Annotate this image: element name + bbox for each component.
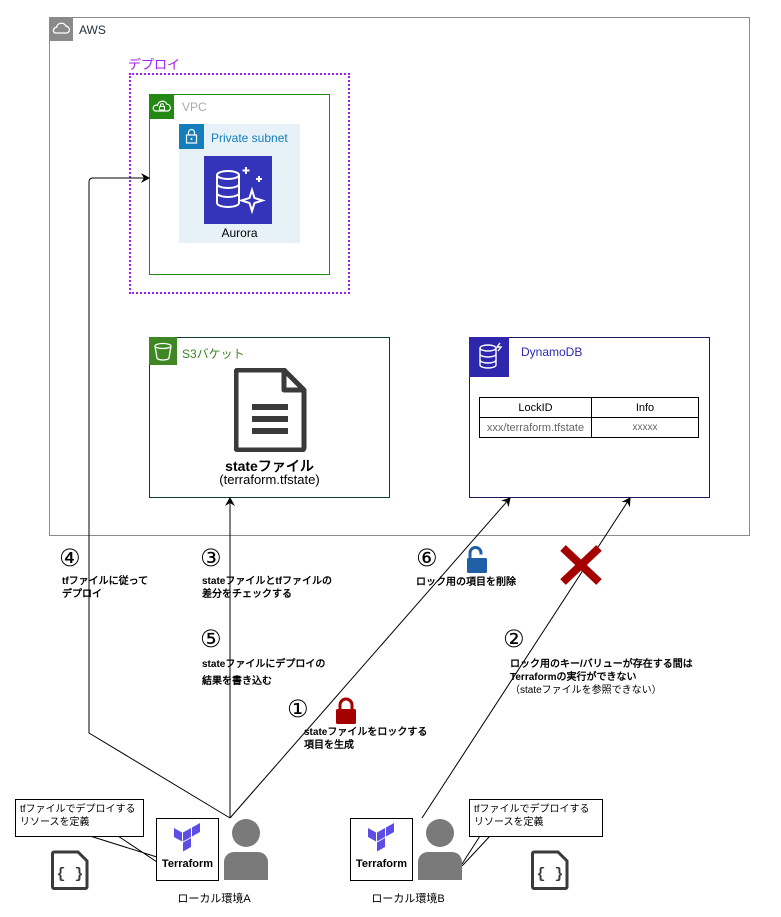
vpc-label: VPC (182, 100, 207, 114)
vpc-icon (149, 94, 174, 119)
callout-b: tfファイルでデプロイする リソースを定義 (469, 799, 603, 837)
lock-arrow-a (229, 497, 511, 819)
deploy-group (129, 73, 350, 294)
terraform-frame-a (156, 818, 219, 881)
deny-cross-icon (560, 545, 602, 585)
lock-table-header: LockID Info (479, 397, 699, 418)
svg-text:{ }: { } (536, 866, 563, 883)
step6-text: ロック用の項目を削除 (416, 577, 516, 588)
user-icon (224, 819, 268, 880)
terraform-wordmark-b: Terraform (355, 858, 408, 870)
state-file-name: (terraform.tfstate) (219, 472, 320, 487)
local-env-a-label: ローカル環境A (177, 893, 251, 905)
document-icon (234, 368, 307, 452)
info-cell: xxxxx (591, 417, 699, 438)
lock-id-cell: xxx/terraform.tfstate (479, 417, 592, 438)
dynamodb-container (469, 337, 710, 498)
step2-number: ② (503, 626, 525, 653)
step1-line1: stateファイルをロックする (304, 727, 428, 738)
code-file-icon: { } (51, 850, 89, 890)
callout-b-line2: リソースを定義 (474, 817, 544, 828)
terraform-frame-b (350, 818, 413, 881)
lock-closed-icon (336, 697, 356, 724)
step2-line2: Terraformの実行ができない (510, 672, 637, 683)
terraform-wordmark-a: Terraform (161, 858, 214, 870)
step3-line2: 差分をチェックする (202, 589, 292, 600)
dynamodb-label: DynamoDB (521, 345, 583, 359)
s3-bucket-container (149, 337, 390, 498)
code-file-icon: { } (531, 850, 569, 890)
user-icon (418, 819, 462, 880)
step4-line2: デプロイ (62, 589, 102, 600)
state-file-title: stateファイル (225, 458, 314, 474)
s3-label: S3バケット (182, 347, 245, 361)
aws-label: AWS (79, 23, 106, 37)
callout-line-b (461, 835, 491, 867)
dynamodb-icon (469, 337, 509, 377)
step1-line2: 項目を生成 (304, 740, 354, 751)
deploy-arrow (88, 173, 231, 819)
step2-line1: ロック用のキー/バリューが存在する間は (510, 659, 693, 670)
step4-number: ④ (59, 545, 81, 572)
aws-container (49, 17, 750, 536)
table-row: xxx/terraform.tfstate xxxxx (479, 417, 699, 438)
step1-number: ① (287, 696, 309, 723)
subnet-label: Private subnet (211, 131, 288, 145)
aurora-label: Aurora (221, 226, 258, 240)
step5-number: ⑤ (200, 626, 222, 653)
step6-number: ⑥ (416, 545, 438, 572)
local-env-b-label: ローカル環境B (371, 893, 445, 905)
lock-icon (179, 124, 204, 149)
callout-line-a (89, 835, 161, 865)
step2-text: ロック用のキー/バリューが存在する間は Terraformの実行ができない (510, 658, 693, 684)
callout-a: tfファイルでデプロイする リソースを定義 (15, 799, 144, 837)
step4-line1: tfファイルに従って (62, 576, 149, 587)
step5-line1: stateファイルにデプロイの (202, 659, 326, 670)
callout-a-line1: tfファイルでデプロイする (20, 804, 136, 815)
bucket-icon (149, 337, 177, 365)
terraform-logo-icon (174, 823, 200, 852)
terraform-logo-icon (368, 823, 394, 852)
step2-note: （stateファイルを参照できない） (510, 685, 662, 696)
step5-text: stateファイルにデプロイの 結果を書き込む (202, 658, 325, 688)
step3-text: stateファイルとtfファイルの 差分をチェックする (202, 575, 332, 601)
svg-text:{ }: { } (56, 866, 83, 883)
unlock-icon (467, 546, 487, 573)
callout-b-line1: tfファイルでデプロイする (474, 804, 590, 815)
step4-text: tfファイルに従って デプロイ (62, 575, 148, 601)
vpc-container (149, 94, 330, 275)
step3-number: ③ (200, 545, 222, 572)
step3-line1: stateファイルとtfファイルの (202, 576, 333, 587)
lock-table: LockID Info xxx/terraform.tfstate xxxxx (479, 397, 699, 438)
deploy-label: デプロイ (128, 57, 181, 72)
aurora-icon (204, 156, 272, 224)
step1-text: stateファイルをロックする 項目を生成 (304, 726, 427, 752)
aws-cloud-icon (49, 17, 73, 41)
callout-a-line2: リソースを定義 (20, 817, 90, 828)
step5-line2: 結果を書き込む (202, 676, 272, 687)
